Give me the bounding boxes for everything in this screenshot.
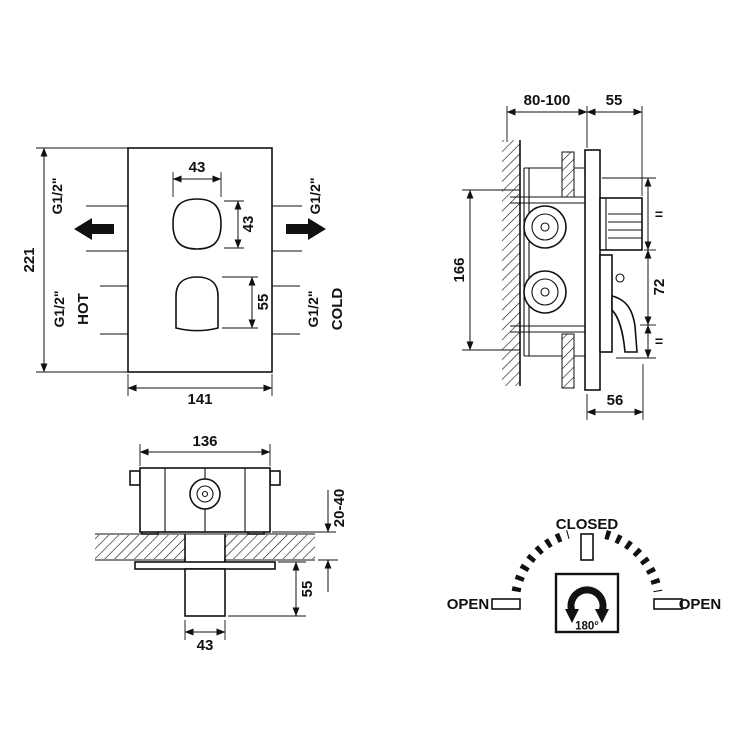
trim-plate-side <box>584 149 601 391</box>
cartridge-top <box>523 205 567 249</box>
dial-arc-right <box>604 530 663 593</box>
closed-position-marker <box>580 533 594 561</box>
cold-label: COLD <box>329 288 346 331</box>
dim-label: 55 <box>255 294 272 311</box>
dim-label: 43 <box>240 216 257 233</box>
dim-plan-wall-thickness: 20-40 <box>272 489 348 592</box>
rotation-angle-box: 180° <box>554 572 620 634</box>
dim-plan-body-width: 136 <box>139 433 271 466</box>
dim-label: 20-40 <box>331 489 348 527</box>
side-view: 80-100 55 166 = 72 = <box>451 92 668 420</box>
mounting-ear-right <box>269 470 281 486</box>
dim-label: 55 <box>299 581 316 598</box>
dim-label: 56 <box>607 392 624 409</box>
rotate-arrowhead-left-icon <box>565 609 579 623</box>
equal-mark: = <box>655 333 663 349</box>
dim-front-overall-width: 141 <box>127 374 273 408</box>
rough-body-plan <box>129 467 281 533</box>
thermostat-knob-front <box>172 198 222 250</box>
mounting-strut-top <box>561 151 575 198</box>
flow-arrow-left-icon <box>74 218 114 240</box>
rough-valve-body <box>510 151 585 389</box>
dim-front-knob-height: 43 <box>224 200 257 249</box>
dim-label: 55 <box>606 92 623 109</box>
dim-label: 141 <box>187 391 212 408</box>
dim-label: 166 <box>451 257 468 282</box>
equal-mark: = <box>655 206 663 222</box>
dim-plan-spout-width: 43 <box>184 620 226 654</box>
open-position-marker-right <box>653 598 683 610</box>
dim-side-recess-depth: 80-100 <box>506 92 588 148</box>
thermostat-handle-side <box>599 197 643 251</box>
dim-label: 43 <box>197 637 214 654</box>
closed-label: CLOSED <box>556 516 619 533</box>
mounting-strut-bottom <box>561 333 575 389</box>
spout-neck <box>184 534 226 562</box>
dim-side-handle-centers: = 72 = <box>602 177 668 359</box>
dim-label: 136 <box>192 433 217 450</box>
inlet-hot: G1/2" HOT <box>51 285 128 335</box>
mounting-ear-left <box>129 470 141 486</box>
dim-label: 72 <box>651 279 668 296</box>
dim-label: 43 <box>189 159 206 176</box>
dim-side-plate-projection: 56 <box>586 364 644 420</box>
rotation-angle-label: 180° <box>575 621 599 633</box>
front-view: 43 43 55 221 141 <box>21 147 346 408</box>
dim-label: 80-100 <box>524 92 571 109</box>
valve-body-front <box>127 147 273 373</box>
dim-front-top-width: 43 <box>172 159 222 197</box>
dim-plan-spout-projection: 55 <box>228 561 316 617</box>
trim-plate-plan <box>134 561 276 570</box>
diverter-knob-front <box>175 276 219 332</box>
flow-arrow-right-icon <box>286 218 326 240</box>
inlet-cold: G1/2" COLD <box>272 285 346 335</box>
thread-label: G1/2" <box>305 291 321 328</box>
rotation-diagram: CLOSED OPEN OPEN 180° <box>447 516 722 634</box>
dim-side-handle-projection: 55 <box>586 92 643 196</box>
thread-label: G1/2" <box>307 178 323 215</box>
cartridge-bottom <box>523 270 567 314</box>
open-right-label: OPEN <box>679 596 722 613</box>
dim-side-body-height: 166 <box>451 189 520 351</box>
outlet-right: G1/2" <box>272 178 326 252</box>
wall-hatch <box>502 140 520 386</box>
cartridge-plan <box>189 478 221 510</box>
thread-label: G1/2" <box>49 178 65 215</box>
dim-front-overall-height: 221 <box>21 147 128 373</box>
open-position-marker-left <box>491 598 521 610</box>
dim-label: 221 <box>21 247 38 272</box>
rotate-arrowhead-right-icon <box>595 609 609 623</box>
rotate-arrow-icon <box>567 586 607 613</box>
outlet-left: G1/2" <box>49 178 128 252</box>
spout-plan <box>184 568 226 617</box>
open-left-label: OPEN <box>447 596 490 613</box>
thread-label: G1/2" <box>51 291 67 328</box>
diverter-lever-side <box>599 254 638 353</box>
dial-arc-left <box>511 530 570 593</box>
hot-label: HOT <box>75 293 92 325</box>
plan-view: 136 20-40 55 43 <box>95 433 348 654</box>
dim-front-lever-height: 55 <box>222 276 272 329</box>
